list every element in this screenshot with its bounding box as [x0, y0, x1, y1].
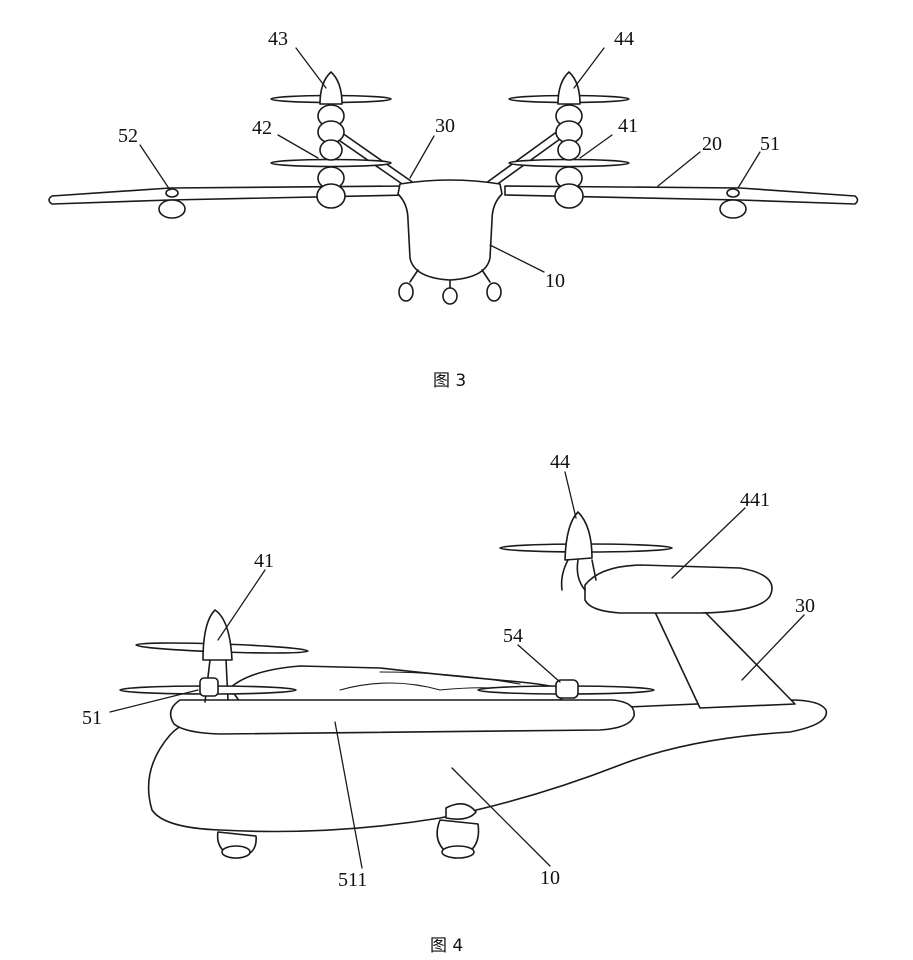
- label-54: 54: [503, 625, 523, 647]
- landing-gear: [398, 269, 502, 305]
- rotor-stack-right: [508, 71, 630, 209]
- strut-right: [481, 127, 568, 189]
- figure-3-front-view: 43 44 52 42 30 41 20 51 10 图 3: [48, 28, 859, 391]
- label-51: 51: [82, 707, 102, 729]
- label-441: 441: [740, 489, 770, 511]
- upper-wing-441: [584, 564, 773, 614]
- label-10: 10: [540, 867, 560, 889]
- rotor-43-spinner: [319, 71, 343, 105]
- wingtip-pod-52: [158, 188, 186, 219]
- figure-4-caption: 图 4: [430, 936, 463, 956]
- label-42: 42: [252, 117, 272, 139]
- label-10: 10: [545, 270, 565, 292]
- label-30: 30: [435, 115, 455, 137]
- rotor-44-spinner: [557, 71, 581, 105]
- label-41: 41: [254, 550, 274, 572]
- rotor-51: [119, 677, 297, 697]
- figure-4-leader-lines: [109, 471, 805, 869]
- label-44: 44: [550, 451, 570, 473]
- figure-3-leader-lines: [139, 47, 761, 273]
- label-52: 52: [118, 125, 138, 147]
- wing-right: [504, 185, 859, 205]
- figure-3-caption: 图 3: [433, 371, 466, 391]
- label-51: 51: [760, 133, 780, 155]
- label-41: 41: [618, 115, 638, 137]
- wingtip-pod-51: [719, 188, 747, 219]
- label-44: 44: [614, 28, 634, 50]
- label-511: 511: [338, 869, 367, 891]
- label-30: 30: [795, 595, 815, 617]
- rotor-54: [477, 679, 655, 699]
- main-wing-511: [169, 699, 635, 735]
- label-20: 20: [702, 133, 722, 155]
- fuselage: [397, 179, 503, 281]
- rotor-stack-left: [270, 71, 392, 209]
- rotor-41: [135, 609, 309, 703]
- figure-4-perspective-view: 44 441 41 30 54 51 511 10 图 4: [82, 451, 828, 956]
- rotor-44: [499, 511, 673, 591]
- wing-left: [48, 185, 411, 205]
- label-43: 43: [268, 28, 288, 50]
- tail-strut: [654, 611, 796, 709]
- landing-gear-fig4: [216, 803, 480, 859]
